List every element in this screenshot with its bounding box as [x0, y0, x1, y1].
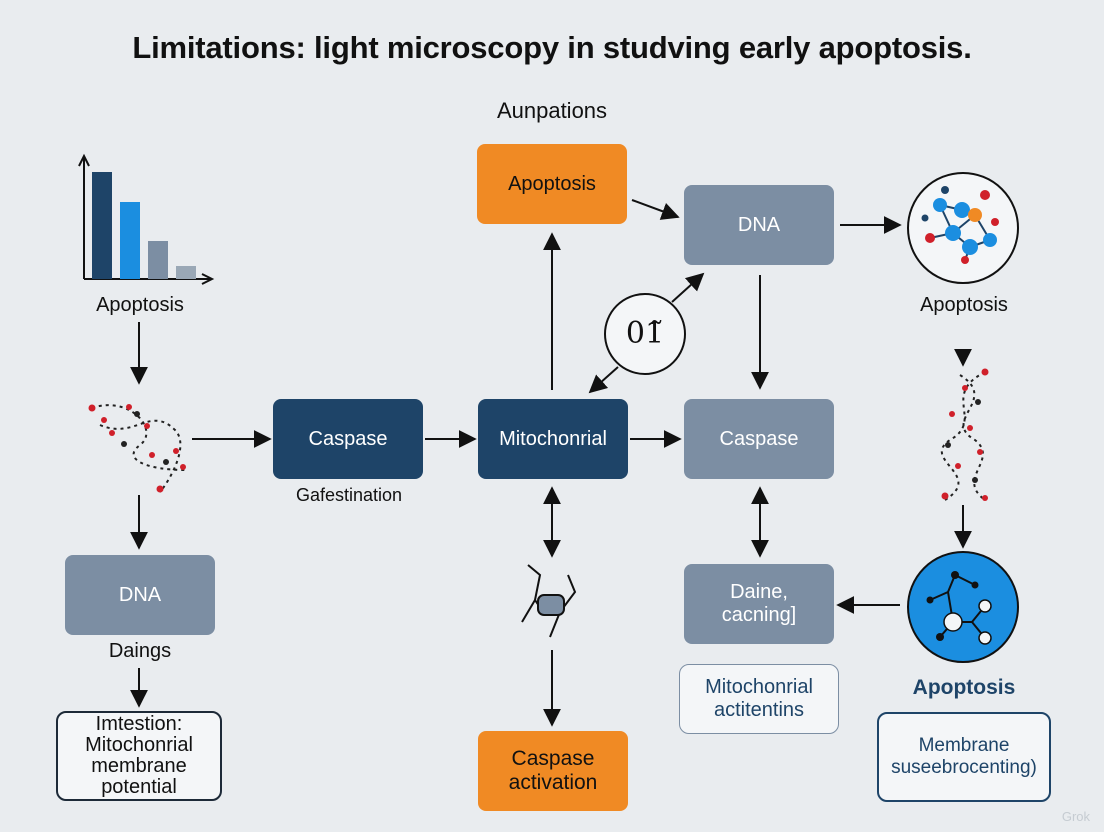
membrane-box: Membrane suseebrocenting): [877, 712, 1051, 802]
diagram-title: Limitations: light microscopy in studvin…: [132, 30, 972, 65]
caspase-activation-line-2: activation: [508, 771, 598, 794]
receptor-icon: [521, 564, 577, 638]
caspase-box-left: Caspase: [273, 399, 423, 479]
imtestion-line-2: Mitochonrial: [85, 734, 193, 756]
imtestion-line-4: potential: [101, 776, 177, 798]
daings-label: Daings: [108, 640, 172, 662]
top-center-label: Aunpations: [496, 98, 608, 123]
membrane-line-2: suseebrocenting): [891, 757, 1037, 778]
dna-box-top: DNA: [684, 185, 834, 265]
caspase-activation-box: Caspase activation: [478, 731, 628, 811]
bar-chart-icon: [78, 153, 215, 285]
gafestination-label: Gafestination: [295, 485, 403, 505]
network-circle-icon: [907, 172, 1019, 284]
membrane-line-1: Membrane: [918, 735, 1010, 757]
node-circle: [604, 293, 686, 375]
node-circle-label: 01̃: [625, 316, 665, 351]
imtestion-line-3: membrane: [91, 755, 187, 777]
caspase-box-right: Caspase: [684, 399, 834, 479]
network-blue-circle-icon: [907, 551, 1019, 663]
left-apoptosis-label: Apoptosis: [96, 294, 184, 316]
watermark: Grok: [1061, 809, 1090, 824]
mitochonrial-activation-box: Mitochonrial actitentins: [679, 664, 839, 734]
imtestion-line-1: Imtestion:: [95, 713, 183, 735]
connector-arrows: [130, 199, 972, 727]
daine-line-1: Daine,: [730, 581, 788, 603]
right-apoptosis-label: Apoptosis: [920, 294, 1008, 316]
dna-helix-icon: [88, 404, 186, 493]
bottom-right-apoptosis-label: Apoptosis: [912, 676, 1016, 699]
daine-line-2: cacning]: [721, 604, 797, 626]
caspase-activation-line-1: Caspase: [511, 746, 595, 770]
dna-box-left: DNA: [65, 555, 215, 635]
mito-act-line-2: actitentins: [713, 699, 805, 721]
mito-act-line-1: Mitochonrial: [705, 676, 813, 698]
dna-helix-icon: [940, 368, 989, 501]
mitochonrial-box: Mitochonrial: [478, 399, 628, 479]
daine-box: Daine, cacning]: [684, 564, 834, 644]
imtestion-box: Imtestion: Mitochonrial membrane potenti…: [56, 711, 222, 801]
apoptosis-box: Apoptosis: [477, 144, 627, 224]
